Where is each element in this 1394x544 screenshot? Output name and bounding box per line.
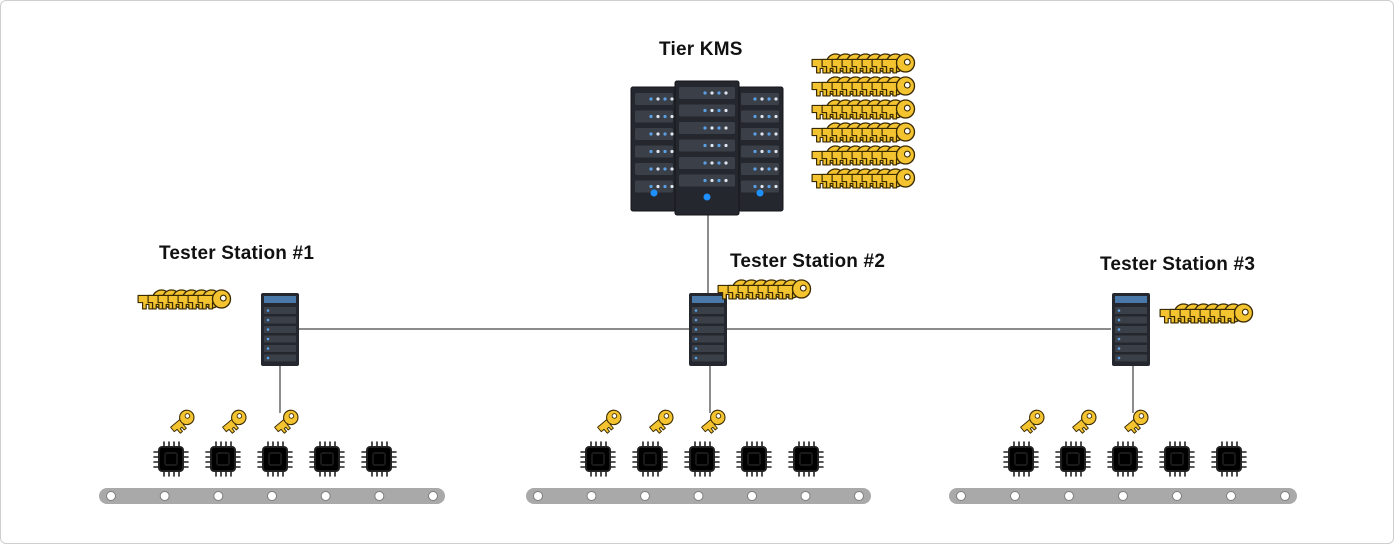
- station-1-conveyor-icon: [99, 488, 445, 504]
- station-2-server-icon: [689, 293, 727, 366]
- provisioned-chip-icon: [1107, 441, 1143, 477]
- station-1: [99, 289, 445, 504]
- station-1-key-stack-icon: [137, 289, 232, 310]
- station-2-chips: [580, 406, 824, 477]
- blank-chip-icon: [788, 441, 824, 477]
- blank-chip-icon: [736, 441, 772, 477]
- kms-key-row: [811, 168, 916, 189]
- station-1-title: Tester Station #1: [159, 243, 315, 264]
- blank-chip-icon: [309, 441, 345, 477]
- station-2-conveyor-icon: [526, 488, 871, 504]
- chip-key-icon: [1121, 406, 1152, 437]
- station-2-title: Tester Station #2: [730, 251, 886, 272]
- kms-key-row: [811, 99, 916, 120]
- kms-key-row: [811, 122, 916, 143]
- tester-stations: [99, 279, 1297, 504]
- station-3-conveyor-icon: [949, 488, 1297, 504]
- provisioned-chip-icon: [684, 441, 720, 477]
- provisioned-chip-icon: [632, 441, 668, 477]
- station-3-title: Tester Station #3: [1100, 254, 1256, 275]
- kms-key-row: [811, 53, 916, 74]
- kms-key-row: [811, 145, 916, 166]
- station-2: [526, 279, 871, 504]
- provisioned-chip-icon: [580, 441, 616, 477]
- provisioned-chip-icon: [1003, 441, 1039, 477]
- chip-key-icon: [698, 406, 729, 437]
- chip-key-icon: [271, 406, 302, 437]
- blank-chip-icon: [1159, 441, 1195, 477]
- blank-chip-icon: [361, 441, 397, 477]
- chip-key-icon: [219, 406, 250, 437]
- provisioned-chip-icon: [257, 441, 293, 477]
- chip-key-icon: [167, 406, 198, 437]
- chip-key-icon: [646, 406, 677, 437]
- station-3-server-icon: [1112, 293, 1150, 366]
- station-3-key-stack-icon: [1159, 303, 1254, 324]
- chip-key-icon: [1017, 406, 1048, 437]
- kms-server-rack-icon: [630, 80, 784, 216]
- provisioned-chip-icon: [1055, 441, 1091, 477]
- station-1-chips: [153, 406, 397, 477]
- chip-key-icon: [594, 406, 625, 437]
- station-3-chips: [1003, 406, 1247, 477]
- provisioned-chip-icon: [153, 441, 189, 477]
- station-2-key-stack-icon: [717, 279, 812, 300]
- station-1-server-icon: [261, 293, 299, 366]
- kms-key-stack-icon: [811, 53, 916, 189]
- chip-key-icon: [1069, 406, 1100, 437]
- kms-key-row: [811, 76, 916, 97]
- provisioned-chip-icon: [205, 441, 241, 477]
- station-3: [949, 293, 1297, 504]
- blank-chip-icon: [1211, 441, 1247, 477]
- kms-title: Tier KMS: [659, 39, 743, 60]
